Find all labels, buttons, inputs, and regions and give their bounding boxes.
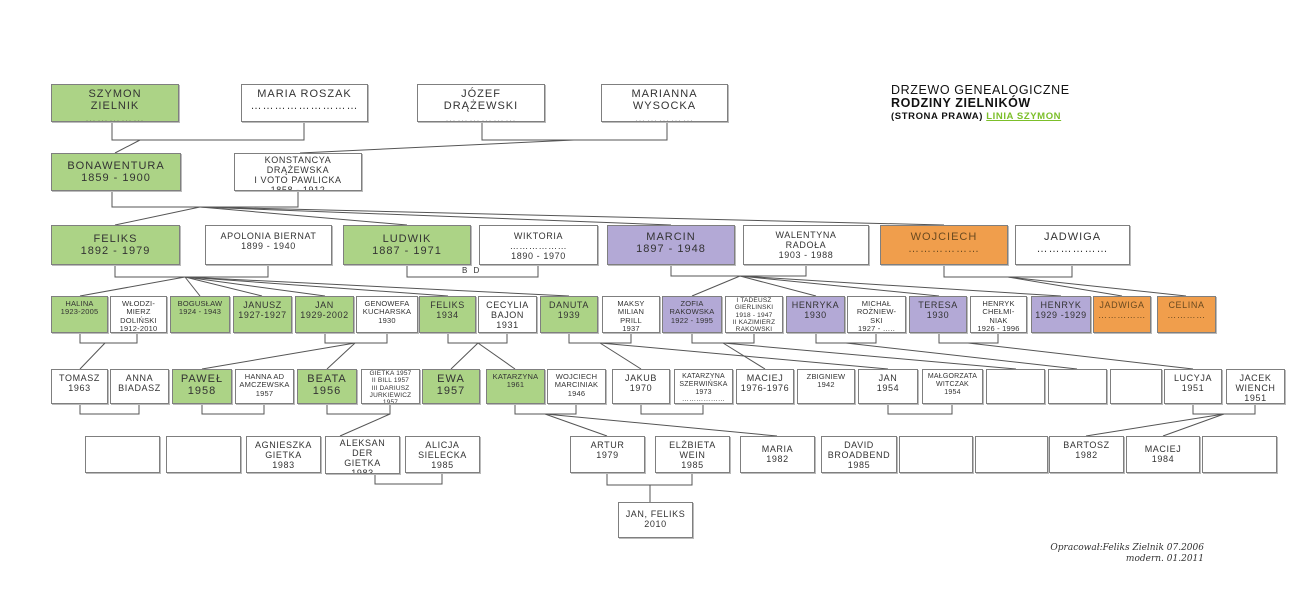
person-empty[interactable] [975,436,1048,473]
marriage-note: B D [462,266,482,275]
title-line-2: RODZINY ZIELNIKÓW [891,96,1031,110]
person-ewa[interactable]: EWA 1957 [422,369,480,404]
person-marcin[interactable]: MARCIN 1897 - 1948 [607,225,735,265]
person-jan-1929[interactable]: JAN 1929-2002 [295,296,354,333]
credit-modified: modern. 01.2011 [1125,554,1204,564]
person-janusz[interactable]: JANUSZ 1927-1927 [233,296,292,333]
person-maria-1982[interactable]: MARIA 1982 [740,436,815,473]
title-line-1: DRZEWO GENEALOGICZNE [891,83,1070,97]
person-michal[interactable]: MICHAŁ ROŻNIEW- SKI 1927 - ….. [847,296,906,333]
person-wlodzimierz[interactable]: WŁODZI- MIERZ DOLIŃSKI 1912-2010 [110,296,167,333]
person-bartosz[interactable]: BARTOSZ 1982 [1049,436,1124,473]
person-pawel[interactable]: PAWEŁ 1958 [172,369,232,404]
person-hanna[interactable]: HANNA AD AMCZEWSKA 1957 [235,369,294,404]
person-teresa[interactable]: TERESA 1930 [909,296,967,333]
person-wojciech-1[interactable]: WOJCIECH ……………… [880,225,1008,265]
person-maksymilian[interactable]: MAKSY MILIAN PRILL 1937 [602,296,660,333]
person-szymon[interactable]: SZYMON ZIELNIK …………… [51,84,179,122]
person-marianna[interactable]: MARIANNA WYSOCKA …………… [601,84,728,122]
person-danuta[interactable]: DANUTA 1939 [540,296,598,333]
person-apolonia[interactable]: APOLONIA BIERNAT 1899 - 1940 [205,225,332,265]
person-zofia[interactable]: ZOFIA RAKOWSKA 1922 - 1995 [662,296,722,333]
person-maciej-1976[interactable]: MACIEJ 1976-1976 [736,369,794,404]
person-cecylia[interactable]: CECYLIA BAJON 1931 [478,296,537,333]
person-aleksander[interactable]: ALEKSAN DER GIETKA 1983 [325,436,400,474]
person-malgorzata[interactable]: MAŁGORZATA WITCZAK 1954 [922,369,983,404]
person-katarzyna-1961[interactable]: KATARZYNA 1961 [486,369,545,404]
person-empty[interactable] [899,436,973,473]
person-katarzyna-szerwinska[interactable]: KATARZYNA SZERWIŃSKA 1973 ……………… [674,369,733,404]
person-jacek[interactable]: JACEK WIENCH 1951 [1226,369,1285,404]
person-jadwiga-1[interactable]: JADWIGA ……………… [1015,225,1130,265]
person-wojciech-marciniak[interactable]: WOJCIECH MARCINIAK 1946 [547,369,606,404]
person-agnieszka[interactable]: AGNIESZKA GIETKA 1983 [246,436,321,473]
person-walentyna[interactable]: WALENTYNA RADOŁA 1903 - 1988 [743,225,869,265]
person-empty[interactable] [1202,436,1277,473]
person-empty[interactable] [85,436,160,473]
person-empty[interactable] [986,369,1045,404]
person-alicja[interactable]: ALICJA SIELECKA 1985 [405,436,480,473]
person-konstancya[interactable]: KONSTANCYA DRĄŻEWSKA I VOTO PAWLICKA 185… [234,153,362,191]
person-gietka[interactable]: GIETKA 1957 II BILL 1957 III DARIUSZ JUR… [361,369,420,404]
person-empty[interactable] [1110,369,1162,404]
person-henryka[interactable]: HENRYKA 1930 [786,296,845,333]
diagram-title: DRZEWO GENEALOGICZNE RODZINY ZIELNIKÓW (… [891,84,1070,123]
person-feliks-1892[interactable]: FELIKS 1892 - 1979 [51,225,180,265]
person-elzbieta[interactable]: ELŻBIETA WEIN 1985 [655,436,730,473]
person-anna[interactable]: ANNA BIADASZ [110,369,169,404]
credit: Opracował:Feliks Zielnik 07.2006 modern.… [1020,543,1204,565]
person-zbigniew[interactable]: ZBIGNIEW 1942 [797,369,855,404]
person-jakub[interactable]: JAKUB 1970 [612,369,670,404]
person-jadwiga-2[interactable]: JADWIGA …………… [1093,296,1151,333]
person-genowefa[interactable]: GENOWEFA KUCHARSKA 1930 [356,296,418,333]
credit-author: Opracował:Feliks Zielnik 07.2006 [1050,543,1204,553]
person-wiktoria[interactable]: WIKTORIA ……………… 1890 - 1970 [479,225,598,265]
person-empty[interactable] [1048,369,1107,404]
linia-szymon-link[interactable]: LINIA SZYMON [986,111,1062,122]
person-jan-feliks[interactable]: JAN, FELIKS 2010 [618,502,693,538]
person-halina[interactable]: HALINA 1923-2005 [51,296,108,333]
person-henryk-chelminiak[interactable]: HENRYK CHEŁMI- NIAK 1926 - 1996 [970,296,1027,333]
person-boguslaw[interactable]: BOGUSŁAW 1924 - 1943 [170,296,230,333]
title-line-3: (STRONA PRAWA) [891,111,983,122]
person-bonawentura[interactable]: BONAWENTURA 1859 - 1900 [51,153,181,191]
person-maciej-1984[interactable]: MACIEJ 1984 [1126,436,1200,473]
person-david[interactable]: DAVID BROADBEND 1985 [821,436,897,473]
person-lucyja[interactable]: LUCYJA 1951 [1164,369,1222,404]
person-jozef[interactable]: JÓZEF DRĄŻEWSKI ……………… [417,84,545,122]
person-feliks-1934[interactable]: FELIKS 1934 [419,296,476,333]
person-maria-roszak[interactable]: MARIA ROSZAK ……………………… [241,84,368,122]
person-ludwik[interactable]: LUDWIK 1887 - 1971 [343,225,471,265]
person-tadeusz-kazimierz[interactable]: I TADEUSZ GIERLINSKI 1918 - 1947 II KAZI… [725,296,783,333]
person-celina[interactable]: CELINA ………… [1157,296,1216,333]
person-tomasz[interactable]: TOMASZ 1963 [51,369,108,404]
person-henryk-1929[interactable]: HENRYK 1929 -1929 [1031,296,1091,333]
person-jan-1954[interactable]: JAN 1954 [858,369,918,404]
person-artur[interactable]: ARTUR 1979 [570,436,645,473]
person-empty[interactable] [166,436,241,473]
person-beata[interactable]: BEATA 1956 [297,369,357,404]
